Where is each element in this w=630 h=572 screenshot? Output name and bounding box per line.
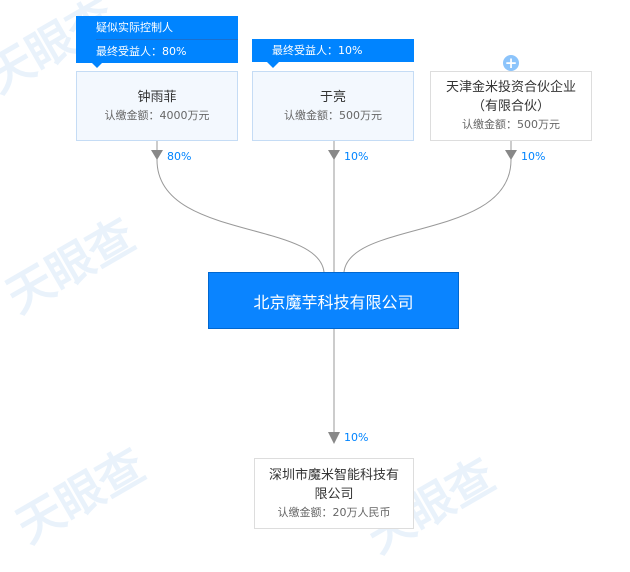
shareholder-name[interactable]: 天津金米投资合伙企业（有限合伙） (445, 80, 576, 114)
shareholder-amount: 认缴金额：500万元 (462, 118, 560, 131)
investment-percent: 10% (344, 431, 369, 444)
share-percent: 10% (344, 150, 369, 163)
company-node[interactable]: 北京魔芋科技有限公司 (208, 272, 459, 329)
tag-pointer (267, 62, 279, 68)
tag-pointer (91, 62, 103, 68)
company-name: 北京魔芋科技有限公司 (253, 292, 414, 312)
share-percent: 80% (167, 150, 192, 163)
shareholder-node[interactable]: 钟雨菲 认缴金额：4000万元 (76, 71, 238, 141)
controller-label: 疑似实际控制人 (96, 21, 173, 34)
shareholder-name[interactable]: 于亮 (319, 89, 346, 105)
investment-name[interactable]: 深圳市魔米智能科技有限公司 (268, 467, 399, 502)
shareholder-name[interactable]: 钟雨菲 (137, 89, 177, 105)
share-percent: 10% (521, 150, 546, 163)
shareholder-node[interactable]: 天津金米投资合伙企业（有限合伙） 认缴金额：500万元 (430, 71, 592, 141)
investment-node[interactable]: 深圳市魔米智能科技有限公司 认缴金额：20万人民币 (254, 458, 414, 529)
shareholder-amount: 认缴金额：4000万元 (104, 108, 210, 122)
beneficiary-label: 最终受益人：80% (96, 39, 238, 63)
shareholder-node[interactable]: 于亮 认缴金额：500万元 (252, 71, 414, 141)
shareholder-amount: 认缴金额：500万元 (284, 108, 382, 122)
controller-tag: 疑似实际控制人 最终受益人：80% (76, 16, 238, 63)
expand-plus-icon[interactable]: + (503, 54, 519, 72)
beneficiary-label: 最终受益人：10% (272, 44, 363, 57)
investment-amount: 认缴金额：20万人民币 (277, 505, 391, 519)
beneficiary-tag: 最终受益人：10% (252, 39, 414, 62)
